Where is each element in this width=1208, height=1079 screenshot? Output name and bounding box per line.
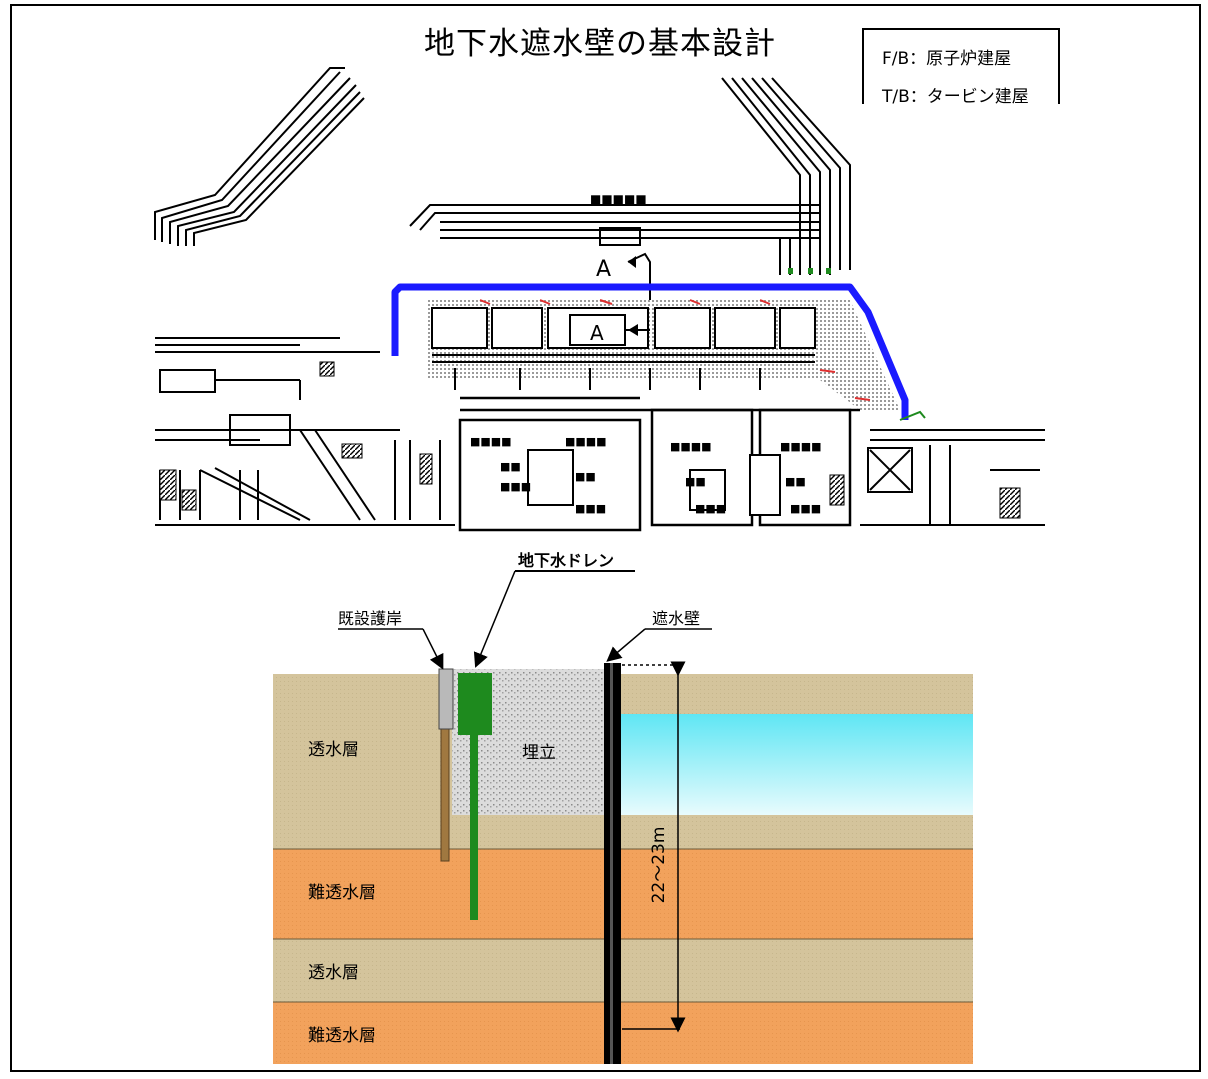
intake-pipes (779, 238, 831, 275)
wall-label: 遮水壁 (652, 609, 700, 628)
drain-pipe (470, 735, 478, 920)
svg-text:■■■: ■■■ (500, 480, 531, 493)
layer-4-impermeable (273, 1002, 973, 1064)
left-land (155, 337, 455, 526)
legend-box: F/B：原子炉建屋 T/B：タービン建屋 (862, 28, 1060, 107)
svg-text:■■■: ■■■ (575, 502, 606, 515)
pier (409, 204, 821, 246)
legend-fb: F/B：原子炉建屋 (882, 49, 1012, 69)
legend-tb: T/B：タービン建屋 (882, 87, 1029, 107)
sea (620, 714, 973, 815)
building-codes: ■■■■ ■■■■ ■■■■ ■■■■ ■■ ■■■ ■■ ■■■ ■■ ■■■… (470, 435, 822, 515)
svg-text:■■■■: ■■■■ (780, 440, 822, 453)
layer-2-label: 難透水層 (308, 883, 376, 903)
depth-label: 22〜23m (649, 827, 669, 904)
layer-4-label: 難透水層 (308, 1026, 376, 1046)
figure-frame (10, 4, 1201, 1072)
fill-label: 埋立 (522, 743, 556, 763)
svg-text:■■: ■■ (685, 475, 706, 488)
svg-text:■■■: ■■■ (695, 502, 726, 515)
right-land (860, 429, 1045, 526)
svg-text:■■■■: ■■■■ (565, 435, 607, 448)
left-land-blocks (159, 361, 433, 511)
layer-3-permeable (273, 939, 973, 1002)
revetment-label: 既設護岸 (338, 609, 402, 628)
marker-a-outer: A (596, 257, 611, 282)
figure-title: 地下水遮水壁の基本設計 (424, 26, 776, 62)
drain-label: 地下水ドレン (518, 551, 614, 570)
layer-3-label: 透水層 (308, 963, 359, 983)
svg-text:■■■: ■■■ (790, 502, 821, 515)
layer-1-label: 透水層 (308, 740, 359, 760)
svg-text:■■: ■■ (500, 460, 521, 473)
cross-section: 22〜23m 地下水ドレン 既設護岸 遮水壁 埋立 透水層 難透水層 透水層 難… (273, 551, 973, 1064)
svg-text:■■: ■■ (785, 475, 806, 488)
drain-head (458, 673, 492, 735)
svg-text:■■■■■: ■■■■■ (590, 192, 647, 206)
seawall-line (391, 283, 909, 420)
svg-text:■■■■: ■■■■ (470, 435, 512, 448)
site-plan: ■■■■■ A A (154, 67, 1045, 532)
marker-a-inner: A (590, 321, 604, 345)
plant-buildings (458, 396, 860, 532)
breakwater-left (154, 67, 365, 246)
layer-2-impermeable (273, 849, 973, 939)
svg-text:■■■■: ■■■■ (670, 440, 712, 453)
svg-text:■■: ■■ (575, 470, 596, 483)
